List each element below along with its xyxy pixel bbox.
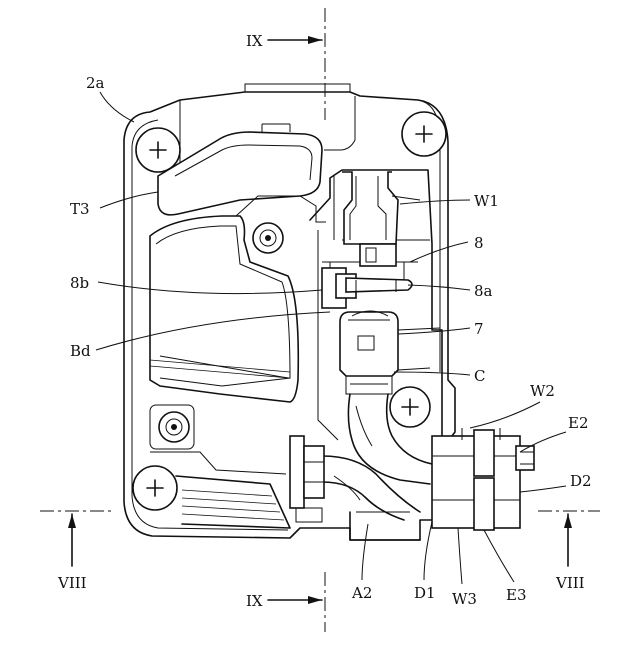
harness-clip [290,436,324,522]
label-w2: W2 [530,382,555,400]
label-bd: Bd [70,342,91,360]
left-cover [150,196,326,402]
label-c: C [474,367,485,385]
label-a2: A2 [351,584,372,602]
label-d2: D2 [570,472,592,490]
section-arrow-ix-top [268,36,322,44]
section-arrow-viii-left [68,514,76,566]
screw-top-left [136,128,180,172]
screw-mid-right [390,387,430,427]
bolt-upper [253,223,283,253]
part-t3 [158,124,322,215]
connector-7 [340,311,440,394]
screw-bottom-left [133,466,177,510]
label-8b: 8b [70,274,89,292]
section-arrow-viii-right [564,514,572,566]
label-e3: E3 [506,586,527,604]
label-viii-right: VIII [555,574,585,592]
right-connector [432,428,534,530]
label-ix-top: IX [246,32,263,50]
label-8: 8 [474,234,484,252]
section-arrow-ix-bottom [268,596,322,604]
label-w1: W1 [474,192,499,210]
label-viii-left: VIII [57,574,87,592]
label-2a: 2a [86,74,105,92]
bottom-box-a2 [350,512,420,540]
label-7: 7 [474,320,484,338]
label-d1: D1 [414,584,436,602]
screw-top-right [402,112,446,156]
tie-band-8 [322,262,412,308]
label-e2: E2 [568,414,589,432]
label-ix-bottom: IX [246,592,263,610]
label-8a: 8a [474,282,493,300]
label-t3: T3 [70,200,90,218]
bolt-lower [150,405,194,449]
connector-w1 [342,172,420,266]
label-w3: W3 [452,590,477,608]
